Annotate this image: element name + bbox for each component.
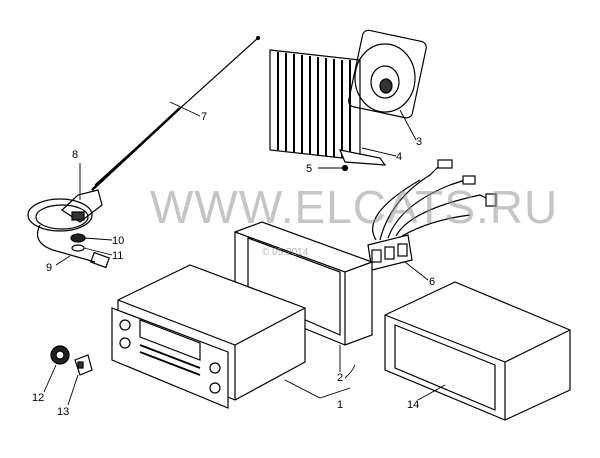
callout-10: 10 (112, 235, 125, 247)
clip (74, 354, 93, 376)
knob (50, 345, 70, 365)
wiring-harness (367, 159, 497, 271)
antenna-base (27, 189, 110, 269)
callout-13: 13 (57, 406, 70, 418)
callout-12: 12 (32, 392, 45, 404)
speaker (348, 29, 427, 119)
speaker-grille (269, 49, 387, 172)
callout-3: 3 (416, 136, 423, 148)
callout-5: 5 (306, 163, 313, 175)
callout-9: 9 (46, 262, 53, 274)
callout-14: 14 (407, 399, 420, 411)
leader-lines (43, 101, 446, 406)
mounting-cage (234, 221, 373, 346)
callout-7: 7 (201, 111, 208, 123)
callout-4: 4 (396, 151, 403, 163)
watermark-date: © 05.2014 (262, 247, 309, 258)
callout-2: 2 (337, 372, 344, 384)
antenna-mast (91, 35, 261, 191)
nut-washer (70, 233, 86, 252)
callout-8: 8 (72, 149, 79, 161)
callout-6: 6 (429, 276, 436, 288)
radio-unit (111, 264, 306, 409)
storage-pocket (384, 281, 571, 421)
callout-11: 11 (112, 250, 124, 262)
watermark-site: WWW.ELCATS.RU (150, 181, 559, 233)
callout-1: 1 (337, 399, 344, 411)
